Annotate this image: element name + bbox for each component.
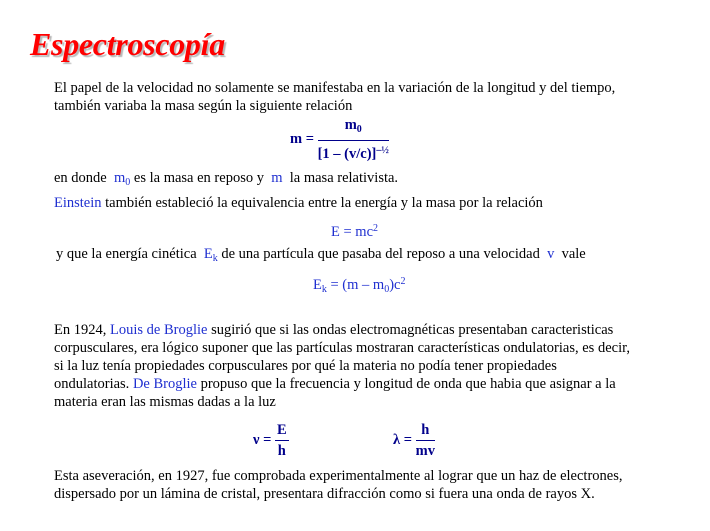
- line-rest-mass: en donde m0 es la masa en reposo y m la …: [54, 170, 399, 188]
- symbol-v: v: [547, 246, 555, 262]
- fraction: m0 [1 – (v/c)]–½: [317, 116, 389, 163]
- text-line: En 1924, Louis de Broglie sugirió que si…: [54, 322, 614, 338]
- formula-lhs: ν =: [253, 431, 272, 448]
- formula-kinetic-energy: Ek = (m – m0)c2: [313, 276, 406, 295]
- fraction: h mv: [415, 421, 435, 460]
- fraction: E h: [275, 421, 289, 460]
- name-einstein: Einstein: [54, 195, 102, 211]
- line-kinetic: y que la energía cinética Ek de una part…: [56, 246, 586, 264]
- slide-title: Espectroscopía: [30, 26, 225, 62]
- name-louis-de-broglie: Louis de Broglie: [109, 322, 208, 338]
- paragraph-experiment: Esta aseveración, en 1927, fue comprobad…: [54, 467, 622, 503]
- name-de-broglie: De Broglie: [132, 376, 197, 392]
- text-line: corpusculares, era lógico suponer que la…: [54, 340, 630, 356]
- text-line: Esta aseveración, en 1927, fue comprobad…: [54, 468, 623, 484]
- formula-relativistic-mass: m = m0 [1 – (v/c)]–½: [290, 116, 389, 163]
- symbol-m: m: [271, 170, 283, 186]
- text-line: El papel de la velocidad no solamente se…: [54, 80, 616, 96]
- text-line: también variaba la masa según la siguien…: [54, 98, 353, 114]
- paragraph-de-broglie: En 1924, Louis de Broglie sugirió que si…: [54, 321, 630, 411]
- fraction-denominator: h: [277, 443, 286, 459]
- text-line: dispersado por un lámina de cristal, pre…: [54, 486, 595, 502]
- formula-wavelength: λ = h mv: [393, 421, 435, 460]
- fraction-numerator: E: [275, 421, 289, 441]
- text-line: ondulatorias. De Broglie propuso que la …: [54, 376, 616, 392]
- text-line: materia eran las mismas dadas a la luz: [54, 394, 276, 410]
- formula-lhs: λ =: [393, 431, 413, 448]
- formula-energy: E = mc2: [331, 223, 378, 240]
- formula-frequency: ν = E h: [253, 421, 289, 460]
- formula-lhs: m =: [290, 130, 314, 147]
- fraction-numerator: h: [415, 421, 435, 441]
- symbol-m0: m0: [114, 170, 131, 188]
- symbol-ek: Ek: [203, 246, 218, 264]
- fraction-numerator: m0: [317, 116, 389, 141]
- fraction-denominator: [1 – (v/c)]–½: [317, 145, 389, 162]
- line-einstein: Einstein también estableció la equivalen…: [54, 195, 543, 211]
- paragraph-velocity: El papel de la velocidad no solamente se…: [54, 79, 615, 115]
- text-line: si la luz tenía propiedades corpusculare…: [54, 358, 557, 374]
- fraction-denominator: mv: [415, 443, 435, 459]
